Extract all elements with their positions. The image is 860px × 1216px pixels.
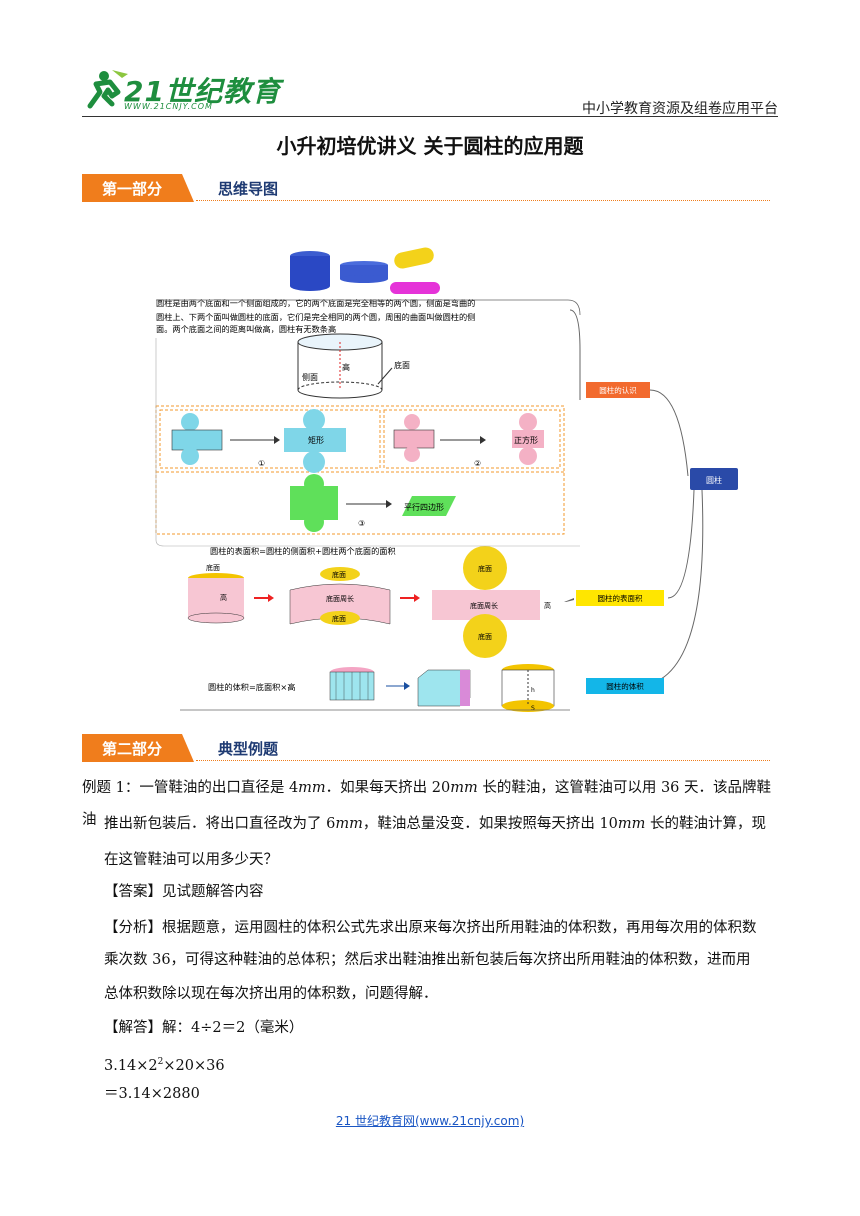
volume-diagram xyxy=(329,664,555,712)
solution-line-3: ＝3.14×2880 xyxy=(104,1086,200,1102)
branch-node-surface: 圆柱的表面积 xyxy=(576,590,664,606)
root-node: 圆柱 xyxy=(690,468,738,490)
label-height: 高 xyxy=(342,362,350,372)
vol-h: h xyxy=(531,687,535,694)
header-tagline: 中小学教育资源及组卷应用平台 xyxy=(582,101,778,117)
unfold-3-diagram xyxy=(290,474,456,532)
svg-text:圆柱: 圆柱 xyxy=(706,475,722,485)
branch-node-recognition: 圆柱的认识 xyxy=(586,382,650,398)
section-rule xyxy=(196,200,770,201)
svg-text:圆柱的表面积: 圆柱的表面积 xyxy=(598,593,643,603)
question-line-1: 例题 1：一管鞋油的出口直径是 4mm．如果每天挤出 20mm 长的鞋油，这管鞋… xyxy=(82,780,772,828)
cylinder-outline-diagram xyxy=(297,333,393,399)
section-name: 思维导图 xyxy=(218,180,279,198)
intro-line-3: 面。两个底面之间的距离叫做高，圆柱有无数条高 xyxy=(156,324,336,334)
sa-height-2: 高 xyxy=(544,601,551,610)
section-tag: 第一部分 xyxy=(82,174,194,202)
surface-formula: 圆柱的表面积=圆柱的侧面积+圆柱两个底面的面积 xyxy=(210,546,396,556)
num-2: ② xyxy=(474,459,481,468)
unfold-1-diagram xyxy=(171,409,346,473)
logo-runner-icon xyxy=(87,70,128,109)
label-rect: 矩形 xyxy=(308,435,324,445)
label-side: 侧面 xyxy=(302,372,318,382)
question-line-2: 推出新包装后．将出口直径改为了 6mm，鞋油总量没变．如果按照每天挤出 10mm… xyxy=(104,816,767,832)
intro-line-1: 圆柱是由两个底面和一个侧面组成的，它的两个底面是完全相等的两个圆，侧面是弯曲的 xyxy=(156,298,475,308)
section-rule xyxy=(196,760,770,761)
sa-base-2: 底面 xyxy=(332,570,346,579)
intro-line-2: 圆柱上、下两个面叫做圆柱的底面，它们是完全相同的两个圆，周围的曲面叫做圆柱的侧 xyxy=(156,312,475,322)
surface-area-diagram xyxy=(187,546,540,658)
sa-base-4: 底面 xyxy=(478,564,492,573)
volume-formula: 圆柱的体积=底面积×高 xyxy=(208,682,295,692)
analysis-line-1: 【分析】根据题意，运用圆柱的体积公式先求出原来每次挤出所用鞋油的体积数，再用每次… xyxy=(104,920,757,936)
answer: 【答案】见试题解答内容 xyxy=(104,884,264,900)
solution-line-2: 3.14×22×20×36 xyxy=(104,1057,225,1074)
sa-base-1: 底面 xyxy=(206,563,220,572)
section-header-1: 第一部分 思维导图 xyxy=(82,174,770,202)
label-base: 底面 xyxy=(394,360,410,370)
mind-map-diagram: 圆柱是由两个底面和一个侧面组成的，它的两个底面是完全相等的两个圆，侧面是弯曲的 … xyxy=(155,247,738,712)
solution-line-1: 【解答】解：4÷2＝2（毫米） xyxy=(104,1020,304,1036)
analysis-line-3: 总体积数除以现在每次挤出用的体积数，问题得解． xyxy=(104,986,438,1002)
branch-node-volume: 圆柱的体积 xyxy=(586,678,664,694)
question-line-3: 在这管鞋油可以用多少天？ xyxy=(104,852,278,868)
sa-height-1: 高 xyxy=(220,593,227,602)
svg-text:圆柱的体积: 圆柱的体积 xyxy=(606,681,644,691)
logo-text: 21世纪教育 xyxy=(124,75,281,108)
vol-s: S xyxy=(531,705,535,712)
num-3: ③ xyxy=(358,519,365,528)
cylinder-shapes-icon xyxy=(290,247,440,294)
section-name: 典型例题 xyxy=(218,740,279,758)
sa-base-3: 底面 xyxy=(332,614,346,623)
svg-text:圆柱的认识: 圆柱的认识 xyxy=(599,385,637,395)
sa-base-5: 底面 xyxy=(478,632,492,641)
sa-circum-2: 底面周长 xyxy=(470,601,498,610)
section-header-2: 第二部分 典型例题 xyxy=(82,734,770,762)
label-square: 正方形 xyxy=(514,435,538,445)
label-para: 平行四边形 xyxy=(404,502,444,512)
page-title: 小升初培优讲义 关于圆柱的应用题 xyxy=(276,134,584,158)
footer-link[interactable]: 21 世纪教育网(www.21cnjy.com) xyxy=(335,1114,525,1128)
logo-url: WWW.21CNJY.COM xyxy=(124,102,213,111)
unfold-2-diagram xyxy=(393,413,544,465)
num-1: ① xyxy=(258,459,265,468)
section-tag: 第二部分 xyxy=(82,734,194,762)
sa-circum-1: 底面周长 xyxy=(326,594,354,603)
analysis-line-2: 乘次数 36，可得这种鞋油的总体积；然后求出鞋油推出新包装后每次挤出所用鞋油的体… xyxy=(104,952,751,968)
header-divider xyxy=(82,116,778,117)
